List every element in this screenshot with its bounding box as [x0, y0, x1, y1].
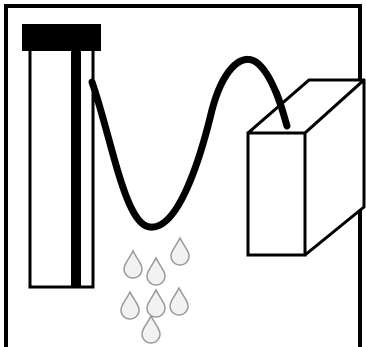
water-drop [170, 236, 190, 266]
water-drops [120, 236, 190, 344]
water-drop [123, 249, 143, 279]
cylinder-container [28, 45, 95, 289]
box-container [246, 78, 366, 257]
siphon-tube-end [272, 88, 291, 130]
water-drop [169, 286, 189, 316]
cylinder-cap [22, 24, 101, 51]
siphon-tube [88, 56, 291, 231]
water-drop [146, 256, 166, 286]
water-drop [141, 314, 161, 344]
inner-tube [71, 50, 81, 286]
box-front-face [246, 131, 307, 257]
water-drop [120, 290, 140, 320]
water-drop [146, 288, 166, 318]
